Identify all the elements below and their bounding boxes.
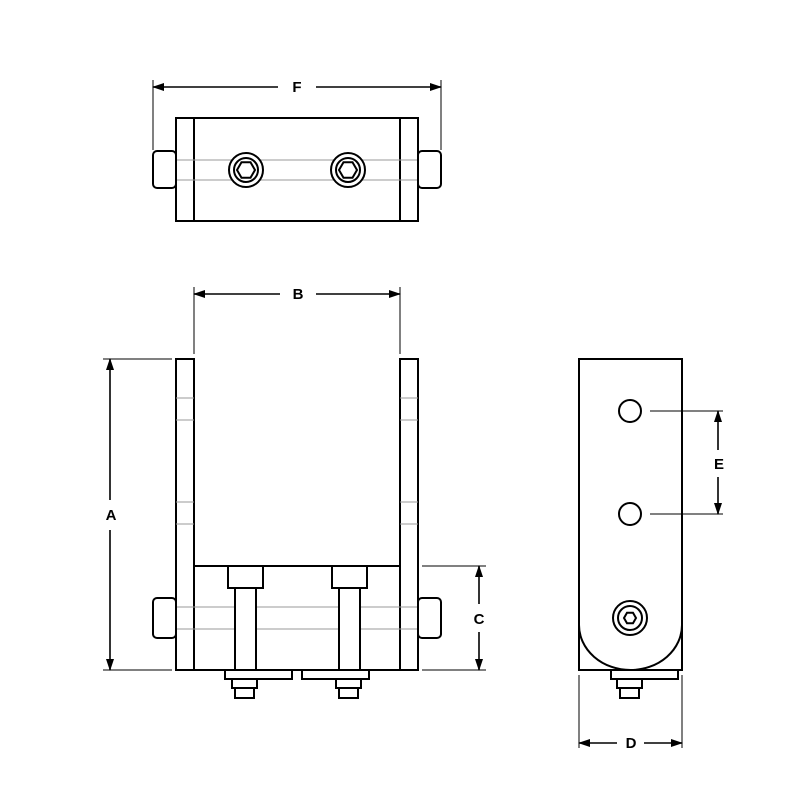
top-body xyxy=(193,117,401,222)
dim-label-A: A xyxy=(106,507,117,524)
side-washer xyxy=(610,669,679,680)
front-nut-left xyxy=(231,678,258,689)
front-screw-head-left xyxy=(227,565,264,589)
top-right-bolt-head xyxy=(417,150,442,189)
front-screw-shank-left xyxy=(234,587,257,671)
front-washer-left xyxy=(224,669,293,680)
top-view: F xyxy=(152,79,442,222)
front-screw-head-right xyxy=(331,565,368,589)
front-washer-right xyxy=(301,669,370,680)
side-hole-top xyxy=(618,399,642,423)
dim-label-C: C xyxy=(474,611,485,628)
top-socket-screw-left xyxy=(228,152,264,188)
front-body xyxy=(193,565,401,671)
dim-label-B: B xyxy=(293,286,304,303)
front-right-upright xyxy=(399,358,419,671)
front-right-bolt-head xyxy=(417,597,442,639)
front-left-bolt-head xyxy=(152,597,177,639)
dim-label-E: E xyxy=(714,456,724,473)
top-left-bolt-head xyxy=(152,150,177,189)
top-left-plate xyxy=(175,117,195,222)
side-hole-bottom xyxy=(618,502,642,526)
top-right-plate xyxy=(399,117,419,222)
dim-label-D: D xyxy=(626,735,637,752)
side-view: E D xyxy=(578,358,724,752)
side-socket-screw xyxy=(612,600,648,636)
side-nut xyxy=(616,678,643,689)
top-socket-screw-right xyxy=(330,152,366,188)
front-screw-shank-right xyxy=(338,587,361,671)
front-nut-right xyxy=(335,678,362,689)
front-view: A B C xyxy=(103,286,486,699)
front-left-upright xyxy=(175,358,195,671)
dim-label-F: F xyxy=(292,79,301,96)
